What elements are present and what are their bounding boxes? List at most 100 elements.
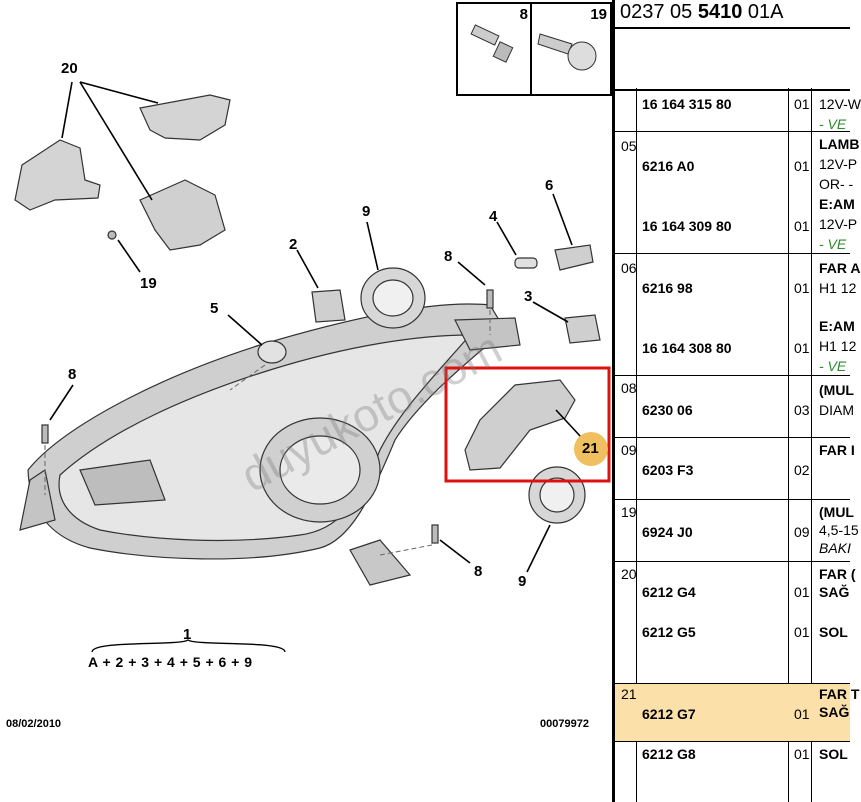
callout-2: 2 <box>289 236 298 253</box>
bracket-20b <box>139 94 231 141</box>
part-desc-title: FAR I <box>819 442 855 458</box>
table-row[interactable]: 6212 G8 01 SOL <box>615 742 850 802</box>
group-number: 21 <box>621 686 637 702</box>
part-ref: 6203 F3 <box>642 462 694 478</box>
callout-9-top: 9 <box>362 203 371 220</box>
part-qty: 09 <box>794 524 810 540</box>
exploded-diagram: 20 19 9 2 4 6 8 5 3 8 21 8 9 8 19 duyuko… <box>6 2 612 730</box>
part-qty: 03 <box>794 402 810 418</box>
callout-20: 20 <box>61 60 78 77</box>
group-number: 06 <box>621 260 637 276</box>
part-qty: 01 <box>794 706 810 722</box>
part-desc: H1 12 <box>819 338 857 354</box>
part-ref: 6212 G7 <box>642 706 696 722</box>
part-qty: 01 <box>794 96 810 112</box>
part-side: SAĞ <box>819 584 850 600</box>
screw-8-detail-icon <box>470 24 514 63</box>
table-row[interactable]: 09 6203 F3 02 FAR I <box>615 438 855 500</box>
part-desc: 12V-W <box>819 96 861 112</box>
part-ref: 6230 06 <box>642 402 693 418</box>
part-qty: 01 <box>794 158 810 174</box>
part-desc: DIAM <box>819 402 854 418</box>
group-number: 09 <box>621 442 637 458</box>
table-row[interactable]: 16 164 315 80 01 12V-W - VE <box>615 88 861 132</box>
bracket-20a <box>14 139 101 211</box>
table-row[interactable]: 06 6216 98 01 FAR A H1 12 16 164 308 80 … <box>615 254 860 376</box>
part-desc-ve: - VE <box>819 358 847 374</box>
part-ref: 6212 G5 <box>642 624 696 640</box>
part-desc: 12V-P <box>819 156 858 172</box>
screw-8-icon <box>41 424 49 444</box>
callout-6: 6 <box>545 177 554 194</box>
part-desc-title: (MUL <box>819 382 854 398</box>
part-ref: 6216 A0 <box>642 158 695 174</box>
table-row[interactable]: 19 6924 J0 09 (MUL 4,5-15 BAKI <box>615 500 859 562</box>
part-qty: 01 <box>794 280 810 296</box>
group-number: 08 <box>621 380 637 396</box>
part-desc-title: FAR T <box>819 686 860 702</box>
col-divider <box>636 88 637 802</box>
part-ref: 6924 J0 <box>642 524 693 540</box>
part-desc-title: (MUL <box>819 504 854 520</box>
callout-8-right: 8 <box>444 248 453 265</box>
ref-prefix: 0237 05 <box>620 1 698 23</box>
part-qty: 01 <box>794 584 810 600</box>
highlight-box <box>444 366 611 483</box>
part-ref: 16 164 315 80 <box>642 96 732 112</box>
screw-8-detail-box: 8 <box>456 2 533 96</box>
part-side: SOL <box>819 624 848 640</box>
bulb-2 <box>311 289 346 323</box>
part-side: SAĞ <box>819 704 850 720</box>
part-desc-title: E:AM <box>819 196 855 212</box>
part-desc-title: LAMB <box>819 136 860 152</box>
detail-19-number: 19 <box>590 6 607 23</box>
part-desc: OR- - <box>819 176 854 192</box>
part-qty: 01 <box>794 218 810 234</box>
part-ref: 16 164 309 80 <box>642 218 732 234</box>
part-desc-ve: - VE <box>819 116 847 132</box>
part-qty: 01 <box>794 746 810 762</box>
parts-table: 0237 05 5410 01A 16 164 315 80 01 12V-W … <box>612 0 861 802</box>
callout-4: 4 <box>489 208 498 225</box>
bulb-4 <box>514 257 538 269</box>
part-side: SOL <box>819 746 848 762</box>
col-divider <box>811 88 812 802</box>
part-ref: 16 164 308 80 <box>642 340 732 356</box>
group-number: 19 <box>621 504 637 520</box>
table-row[interactable]: 05 6216 A0 01 LAMB 12V-P OR- - 16 164 30… <box>615 132 859 254</box>
part-qty: 01 <box>794 340 810 356</box>
callout-8-bottom: 8 <box>474 563 483 580</box>
table-row[interactable]: 20 6212 G4 01 FAR ( SAĞ 6212 G5 01 SOL <box>615 562 856 684</box>
callout-9-bottom: 9 <box>518 573 527 590</box>
part-ref: 6212 G8 <box>642 746 696 762</box>
table-row-highlighted[interactable]: 21 6212 G7 01 FAR T SAĞ <box>615 684 859 742</box>
part-desc: 4,5-15 <box>819 522 859 538</box>
formula: A + 2 + 3 + 4 + 5 + 6 + 9 <box>88 654 253 670</box>
table-header <box>615 27 850 91</box>
catalog-reference: 0237 05 5410 01A <box>620 1 784 24</box>
callout-3: 3 <box>524 288 533 305</box>
part-desc-title: FAR ( <box>819 566 856 582</box>
part-qty: 01 <box>794 624 810 640</box>
table-row[interactable]: 08 6230 06 03 (MUL DIAM <box>615 376 854 438</box>
ref-suffix: 01A <box>742 1 784 23</box>
bulb-3 <box>564 314 601 344</box>
diagram-date: 08/02/2010 <box>6 718 62 730</box>
screw-19-detail-box: 19 <box>530 2 612 96</box>
ref-bold: 5410 <box>697 1 743 23</box>
group-number: 20 <box>621 566 637 582</box>
part-desc-title: FAR A <box>819 260 861 276</box>
part-desc-ve: - VE <box>819 236 847 252</box>
bracket-20c <box>139 179 226 251</box>
bulb-5 <box>257 340 287 364</box>
formula-brace <box>91 639 286 653</box>
callout-19: 19 <box>140 275 157 292</box>
screw-19-detail-icon <box>537 33 597 71</box>
group-number: 05 <box>621 138 637 154</box>
part-desc-title: E:AM <box>819 318 855 334</box>
part-qty: 02 <box>794 462 810 478</box>
part-desc: 12V-P <box>819 216 858 232</box>
callout-8-left: 8 <box>68 366 77 383</box>
col-divider <box>788 88 789 802</box>
callout-5: 5 <box>210 300 219 317</box>
